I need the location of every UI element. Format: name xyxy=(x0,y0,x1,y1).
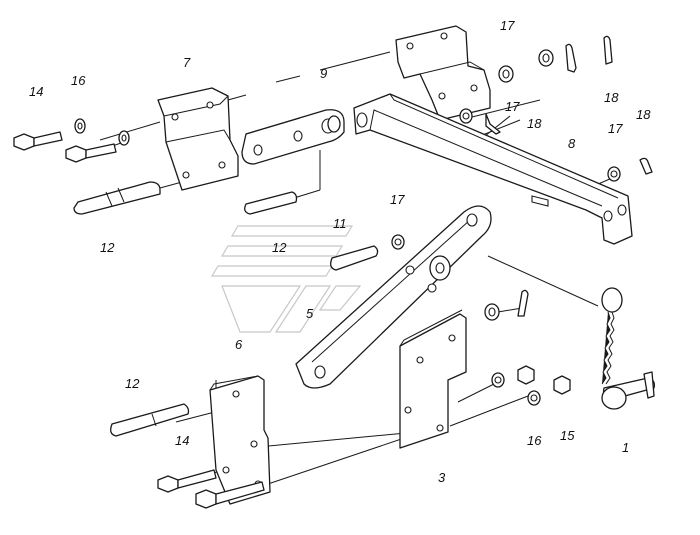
watermark-logo xyxy=(210,225,362,333)
callout-7: 7 xyxy=(183,55,191,70)
bracket-part-3 xyxy=(399,309,467,449)
callout-3: 3 xyxy=(438,470,446,485)
top-hinge-bracket xyxy=(395,25,491,121)
callout-12c: 12 xyxy=(125,376,140,391)
pins xyxy=(73,181,379,437)
callout-14b: 14 xyxy=(175,433,189,448)
callout-18a: 18 xyxy=(604,90,619,105)
callout-labels: 1 3 5 6 7 8 9 11 12 12 12 14 14 15 16 16… xyxy=(29,18,651,485)
callout-16b: 16 xyxy=(527,433,542,448)
callout-5: 5 xyxy=(306,306,314,321)
link-plate-part-9 xyxy=(241,109,345,165)
callout-15: 15 xyxy=(560,428,575,443)
nuts xyxy=(517,365,571,395)
bolts xyxy=(13,131,265,509)
callout-8: 8 xyxy=(568,136,576,151)
bracket-part-7 xyxy=(157,87,239,191)
cotter-pins xyxy=(485,35,653,317)
beam-part-8 xyxy=(353,93,633,245)
callout-1: 1 xyxy=(622,440,629,455)
callout-12b: 12 xyxy=(272,240,287,255)
callout-17a: 17 xyxy=(500,18,515,33)
callout-6: 6 xyxy=(235,337,243,352)
callout-12a: 12 xyxy=(100,240,115,255)
strut-part-5 xyxy=(295,205,492,389)
washers xyxy=(74,49,621,406)
callout-9: 9 xyxy=(320,66,327,81)
callout-17b: 17 xyxy=(505,99,520,114)
callout-16a: 16 xyxy=(71,73,86,88)
callout-18b: 18 xyxy=(527,116,542,131)
bracket-part-6 xyxy=(209,375,271,505)
callout-17c: 17 xyxy=(608,121,623,136)
lock-pin-part-1 xyxy=(601,287,656,410)
callout-14a: 14 xyxy=(29,84,43,99)
callout-17d: 17 xyxy=(390,192,405,207)
callout-11: 11 xyxy=(333,216,347,231)
callout-18c: 18 xyxy=(636,107,651,122)
